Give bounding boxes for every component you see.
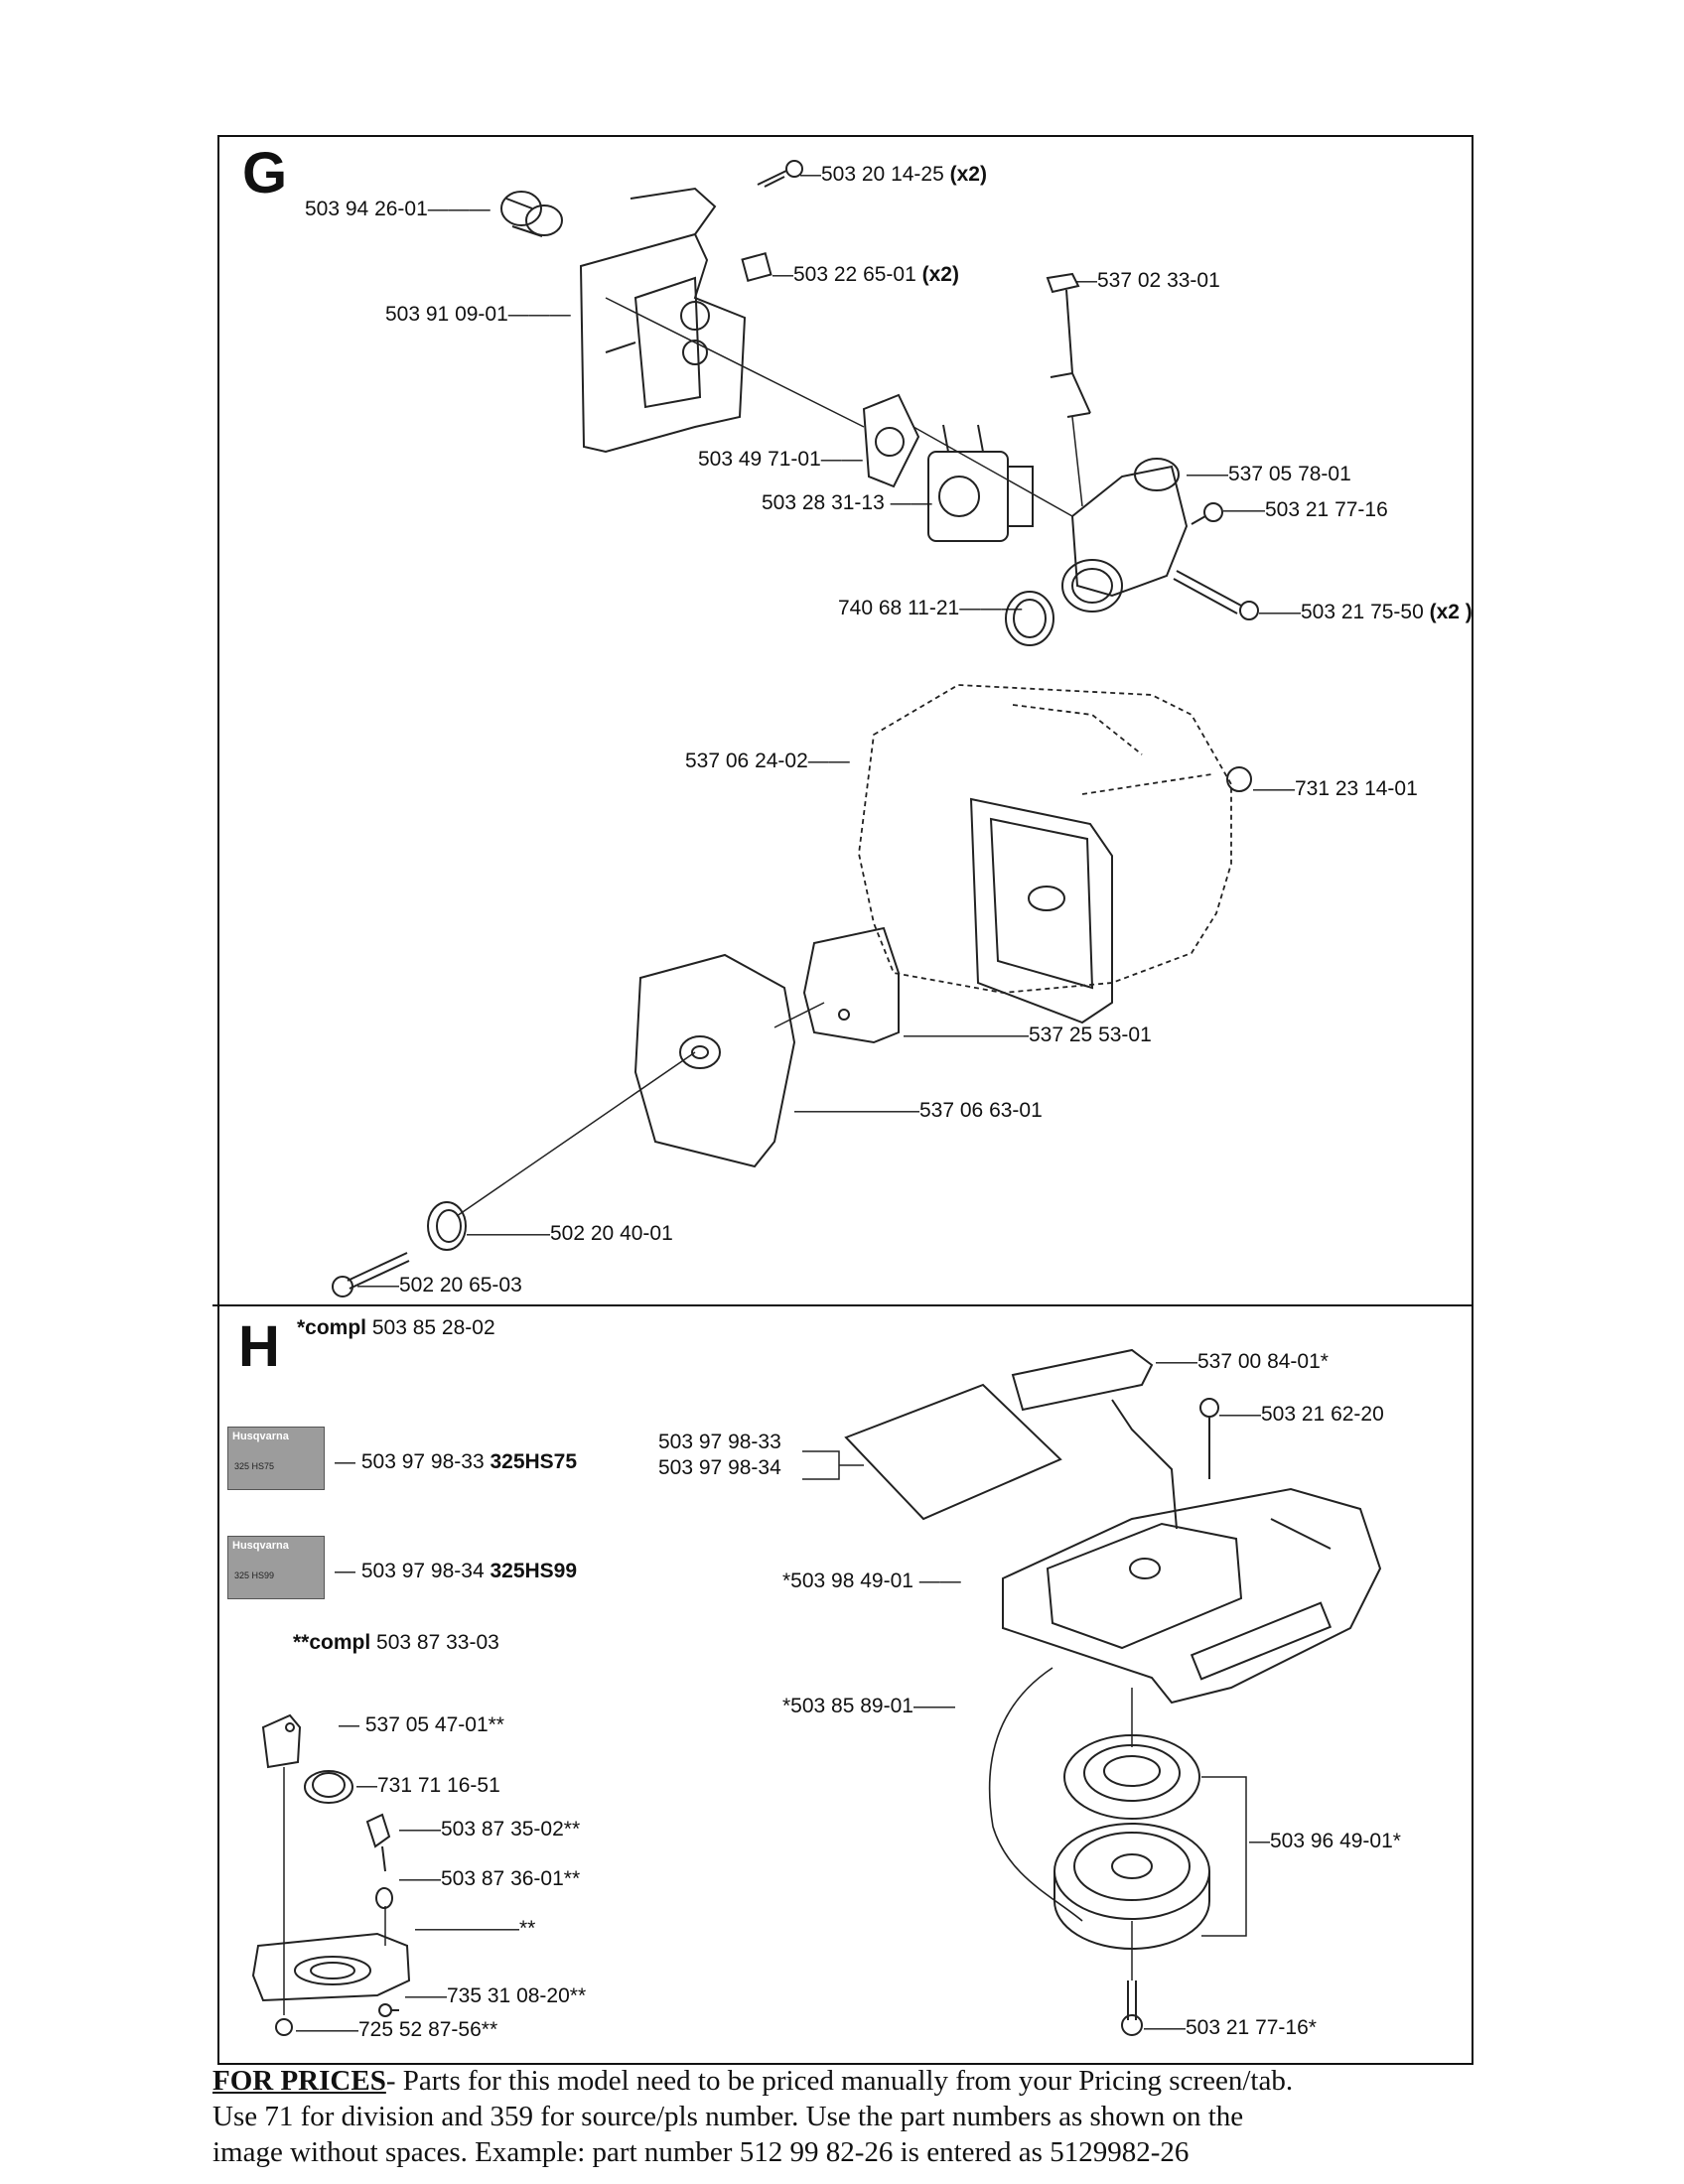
part-label: *503 98 49-01 —— (782, 1570, 961, 1592)
part-label: ———725 52 87-56** (296, 2018, 498, 2041)
lever-icon (365, 1813, 391, 1872)
decal-bracket (802, 1450, 864, 1480)
part-label: 537 06 24-02—— (685, 750, 850, 772)
compl-label: *compl (297, 1316, 367, 1339)
part-label: — 537 05 47-01** (339, 1713, 504, 1736)
section-h-compl2-note: **compl 503 87 33-03 (293, 1631, 499, 1655)
starter-handle-icon (1011, 1348, 1178, 1530)
footer-line1-text: - Parts for this model need to be priced… (385, 2065, 1294, 2097)
decal-sheet-icon (844, 1383, 1062, 1521)
choke-base-icon (251, 1932, 411, 2002)
section-h-compl-note: *compl 503 85 28-02 (297, 1316, 495, 1340)
screw-icon (757, 160, 803, 188)
intake-adapter-icon (1061, 458, 1189, 613)
filter-knob-icon (332, 1201, 467, 1297)
part-label: ——————537 06 63-01 (794, 1099, 1043, 1122)
decal-brand: Husqvarna (232, 1431, 289, 1442)
part-label: 503 94 26-01——— (305, 198, 491, 220)
diagram-frame (217, 135, 1474, 2065)
part-label: —731 71 16-51 (356, 1774, 500, 1797)
part-label: ——503 21 77-16 (1223, 498, 1388, 521)
compl2-label: **compl (293, 1631, 371, 1654)
leader-lines-g2 (456, 1002, 825, 1217)
screw-icon (1199, 1398, 1219, 1418)
section-h-letter: H (238, 1314, 280, 1379)
part-label: ——735 31 08-20** (405, 1984, 587, 2007)
section-divider (212, 1304, 1474, 1306)
part-label: ——502 20 65-03 (357, 1274, 522, 1297)
section-g-letter: G (242, 141, 288, 205)
spring-icon (1063, 1734, 1200, 1820)
part-label: *503 85 89-01—— (782, 1695, 955, 1717)
part-label: ——537 05 78-01 (1187, 463, 1351, 485)
part-label: ——731 23 14-01 (1253, 777, 1418, 800)
lock-nut-icon (304, 1770, 353, 1804)
part-label: — 503 97 98-33 325HS75 (335, 1450, 578, 1473)
nut-icon (741, 252, 772, 282)
bottom-screw-icon (275, 2018, 293, 2036)
footer-line-3: image without spaces. Example: part numb… (212, 2136, 1190, 2168)
part-label: —503 20 14-25 (x2) (800, 163, 987, 186)
part-label: 740 68 11-21——— (838, 597, 1023, 619)
part-label: 503 91 09-01——— (385, 303, 571, 326)
footer-lead: FOR PRICES (212, 2065, 386, 2097)
leader-lines-g (605, 297, 1083, 517)
part-label: 503 97 98-34 (658, 1456, 781, 1479)
bracket-line (1201, 1776, 1247, 1937)
filter-cover-icon (633, 953, 796, 1168)
part-label: ——503 21 75-50 (x2 ) (1259, 601, 1473, 623)
bolt-icon (1121, 1980, 1143, 2036)
decal-325hs99-image: Husqvarna 325 HS99 (227, 1536, 325, 1599)
gasket-icon (862, 393, 920, 488)
starter-housing-icon (1002, 1487, 1382, 1705)
part-label: — 503 97 98-34 325HS99 (335, 1560, 578, 1582)
filter-frame-icon (969, 766, 1252, 1024)
spring-clip-icon (375, 1887, 393, 1909)
part-label: ——537 00 84-01* (1156, 1350, 1329, 1373)
small-screw-icon (378, 2003, 399, 2017)
part-label: —————** (415, 1917, 536, 1940)
compl2-number: 503 87 33-03 (376, 1631, 499, 1654)
footer-line-1: FOR PRICES- Parts for this model need to… (212, 2063, 1503, 2099)
filter-element-icon (802, 926, 900, 1044)
part-label: ——503 21 62-20 (1219, 1403, 1384, 1426)
footer-line-2: Use 71 for division and 359 for source/p… (212, 2101, 1244, 2132)
part-label: ——503 87 35-02** (399, 1818, 581, 1841)
part-label: —537 02 33-01 (1076, 269, 1220, 292)
decal-model: 325 HS99 (234, 1570, 275, 1580)
decal-model: 325 HS75 (234, 1461, 275, 1471)
part-label: —503 96 49-01* (1249, 1830, 1401, 1852)
part-label: ——503 87 36-01** (399, 1867, 581, 1890)
part-label: —503 22 65-01 (x2) (772, 263, 959, 286)
air-filter-housing-icon (579, 187, 747, 454)
starter-rope-icon (988, 1667, 1083, 1922)
pricing-footer: FOR PRICES- Parts for this model need to… (212, 2063, 1503, 2170)
part-label: ——503 21 77-16* (1144, 2016, 1317, 2039)
screw-small-icon (1191, 502, 1223, 525)
throttle-rod-icon (1046, 272, 1091, 418)
shroud-outline (858, 684, 1232, 994)
part-label: 503 28 31-13 —— (762, 491, 932, 514)
compl-number: 503 85 28-02 (371, 1316, 495, 1339)
decal-brand: Husqvarna (232, 1540, 289, 1552)
choke-knob-icon (261, 1713, 302, 1769)
part-label: 503 97 98-33 (658, 1431, 781, 1453)
seal-ring-icon (1005, 591, 1054, 646)
decal-325hs75-image: Husqvarna 325 HS75 (227, 1427, 325, 1490)
part-label: 503 49 71-01—— (698, 448, 863, 471)
intake-boot-icon (500, 191, 563, 237)
long-bolt-icon (1173, 570, 1259, 620)
part-label: ————502 20 40-01 (467, 1222, 673, 1245)
part-label: ——————537 25 53-01 (904, 1024, 1152, 1046)
carburetor-icon (927, 424, 1034, 542)
